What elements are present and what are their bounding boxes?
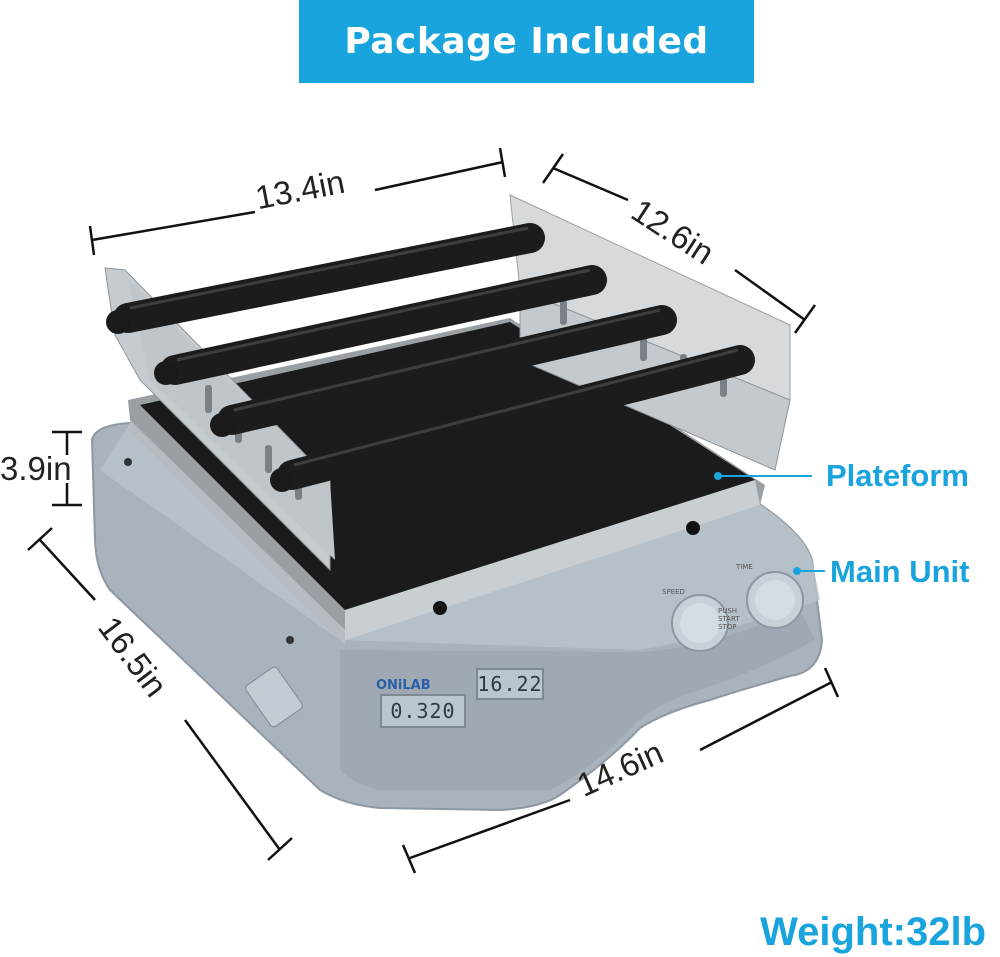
push-start-stop-label: PUSH START STOP	[718, 607, 740, 631]
callout-lines	[714, 472, 825, 575]
banner-title: Package Included	[344, 21, 709, 62]
speed-label: SPEED	[662, 588, 685, 596]
main-unit-label: Main Unit	[830, 554, 970, 589]
display-right: 16.22	[476, 668, 544, 700]
roller-rack	[104, 194, 791, 572]
brand-logo: ONiLAB	[376, 678, 431, 693]
dimension-height: 3.9in	[0, 450, 72, 487]
weight-label: Weight:32lb	[760, 910, 986, 954]
platform-label: Plateform	[826, 458, 969, 493]
time-label: TIME	[736, 563, 753, 571]
dimension-lines	[27, 147, 840, 874]
package-included-banner: Package Included	[299, 0, 754, 83]
display-left: 0.320	[380, 694, 466, 728]
